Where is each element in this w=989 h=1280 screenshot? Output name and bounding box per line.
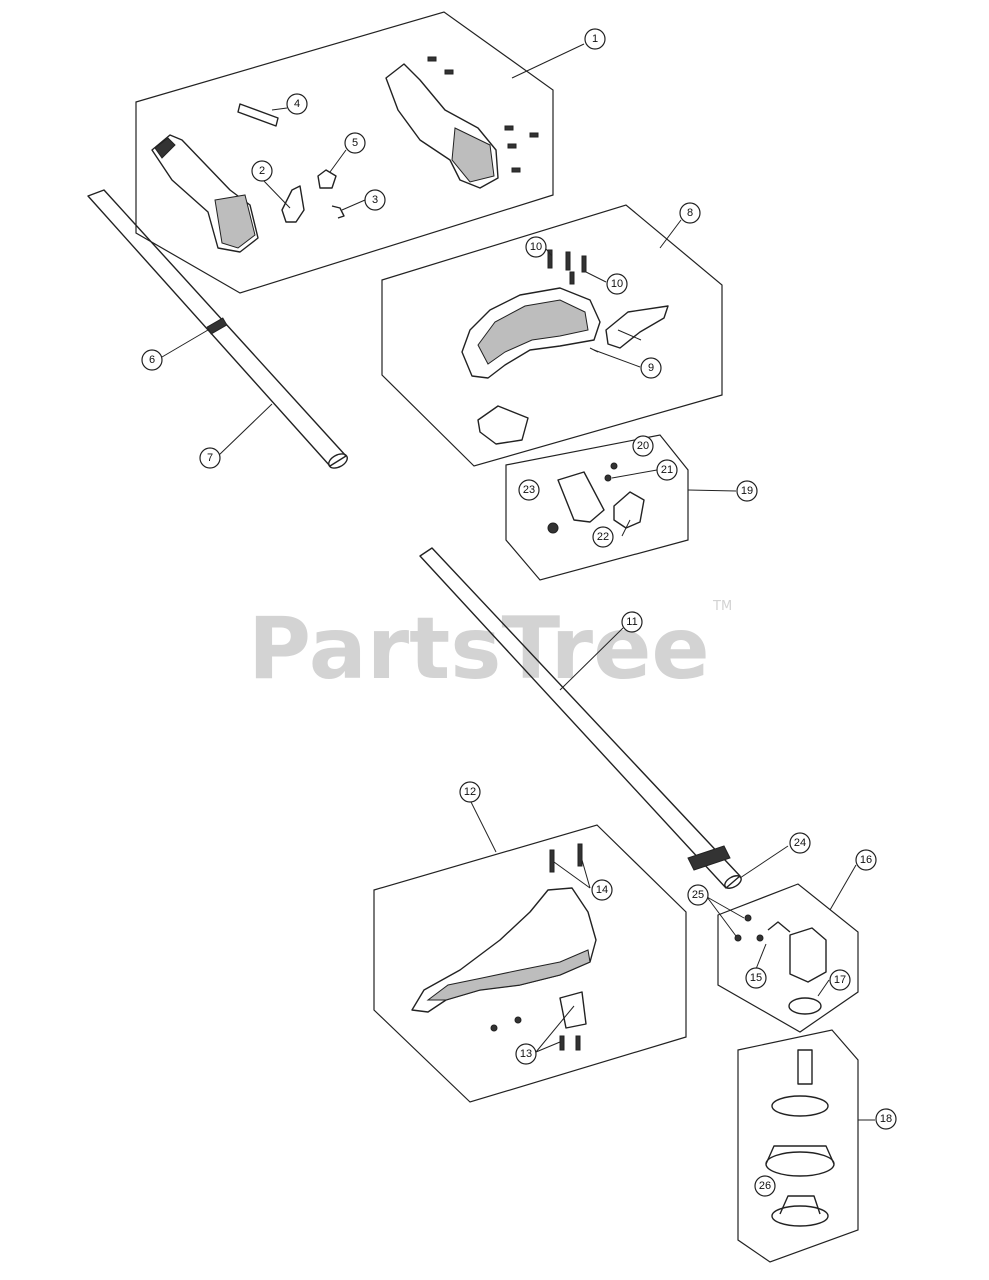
coupler-knob [613, 491, 645, 529]
svg-text:12: 12 [464, 786, 476, 798]
svg-text:15: 15 [750, 972, 762, 984]
callout-23: 23 [518, 479, 540, 501]
motor-housing-box [373, 824, 687, 1103]
svg-text:4: 4 [294, 98, 300, 110]
housing-screws [427, 56, 539, 173]
guard-shell [461, 287, 601, 379]
svg-text:18: 18 [880, 1113, 892, 1125]
lower-shaft-group [419, 547, 742, 889]
callouts: 1 2 3 4 5 6 7 8 9 10 10 11 12 13 14 15 2… [141, 28, 897, 1197]
svg-text:9: 9 [648, 362, 654, 374]
svg-text:24: 24 [794, 837, 806, 849]
callout-1: 1 [584, 28, 606, 50]
trimmer-inner-reel [771, 1095, 829, 1117]
callout-12: 12 [459, 781, 481, 803]
svg-text:20: 20 [637, 440, 649, 452]
handle-housing-group [135, 11, 554, 294]
callout-24: 24 [789, 832, 811, 854]
svg-text:21: 21 [661, 464, 673, 476]
trimmer-head-group [737, 1029, 859, 1263]
watermark-trademark: TM [712, 599, 732, 614]
svg-text:26: 26 [759, 1180, 771, 1192]
callout-11: 11 [621, 611, 643, 633]
coupler-sleeve [557, 471, 605, 523]
gear-head-body [789, 927, 827, 983]
svg-text:5: 5 [352, 137, 358, 149]
motor-housing-group [373, 824, 687, 1103]
lower-shaft-clamp [687, 845, 731, 871]
guard-screws [547, 249, 587, 285]
callout-10a: 10 [525, 236, 547, 258]
svg-text:17: 17 [834, 974, 846, 986]
trimmer-spool-housing [765, 1151, 835, 1177]
motor-housing-cover [559, 991, 587, 1029]
svg-text:16: 16 [860, 854, 872, 866]
trigger-part [281, 185, 305, 223]
shaft-clamp-part [206, 317, 228, 335]
gear-head-box [717, 883, 859, 1033]
svg-text:22: 22 [597, 531, 609, 543]
callout-6: 6 [141, 349, 163, 371]
svg-text:25: 25 [692, 889, 704, 901]
trigger-lock-spring-part [237, 103, 279, 127]
callout-5: 5 [344, 132, 366, 154]
callout-16: 16 [855, 849, 877, 871]
upper-shaft-group [87, 189, 348, 469]
svg-text:11: 11 [626, 616, 637, 628]
motor-housing-screws [490, 843, 583, 1051]
callout-9: 9 [640, 357, 662, 379]
gear-head-group [717, 883, 859, 1033]
coupler-box [505, 434, 689, 581]
callout-26: 26 [754, 1175, 776, 1197]
guard-box [381, 204, 723, 467]
gear-head-bearing [788, 997, 822, 1015]
watermark-brand: PartsTree [248, 599, 710, 699]
coupler-group [505, 434, 689, 581]
callout-20: 20 [632, 435, 654, 457]
svg-text:23: 23 [523, 484, 535, 496]
svg-text:19: 19 [741, 485, 753, 497]
callout-4: 4 [286, 93, 308, 115]
handle-housing-box [135, 11, 554, 294]
callout-18: 18 [875, 1108, 897, 1130]
left-handle-half [151, 134, 259, 253]
callout-15a: 15 [745, 967, 767, 989]
callout-2: 2 [251, 160, 273, 182]
svg-text:10: 10 [530, 241, 542, 253]
right-handle-half [385, 63, 499, 189]
callout-7: 7 [199, 447, 221, 469]
trimmer-spindle [797, 1049, 813, 1085]
svg-text:2: 2 [259, 165, 265, 177]
callout-21: 21 [656, 459, 678, 481]
line-cutter-blade [605, 305, 669, 349]
switch-part [317, 169, 337, 189]
callout-13: 13 [515, 1043, 537, 1065]
leader-lines [161, 43, 875, 1121]
callout-22: 22 [592, 526, 614, 548]
callout-19: 19 [736, 480, 758, 502]
callout-8: 8 [679, 202, 701, 224]
trimmer-head-box [737, 1029, 859, 1263]
svg-text:13: 13 [520, 1048, 532, 1060]
callout-15b: 25 [687, 884, 709, 906]
svg-text:7: 7 [207, 452, 213, 464]
svg-text:1: 1 [592, 33, 598, 45]
trimmer-bump-knob [771, 1205, 829, 1227]
watermark: PartsTree TM [248, 599, 732, 699]
svg-text:6: 6 [149, 354, 155, 366]
callout-10b: 10 [606, 273, 628, 295]
callout-14: 14 [591, 879, 613, 901]
svg-text:8: 8 [687, 207, 693, 219]
svg-text:3: 3 [372, 194, 378, 206]
guard-bracket [477, 405, 529, 445]
svg-text:14: 14 [596, 884, 608, 896]
callout-17: 17 [829, 969, 851, 991]
trigger-spring-part [331, 205, 345, 219]
guard-group [381, 204, 723, 467]
callout-3: 3 [364, 189, 386, 211]
svg-text:10: 10 [611, 278, 623, 290]
